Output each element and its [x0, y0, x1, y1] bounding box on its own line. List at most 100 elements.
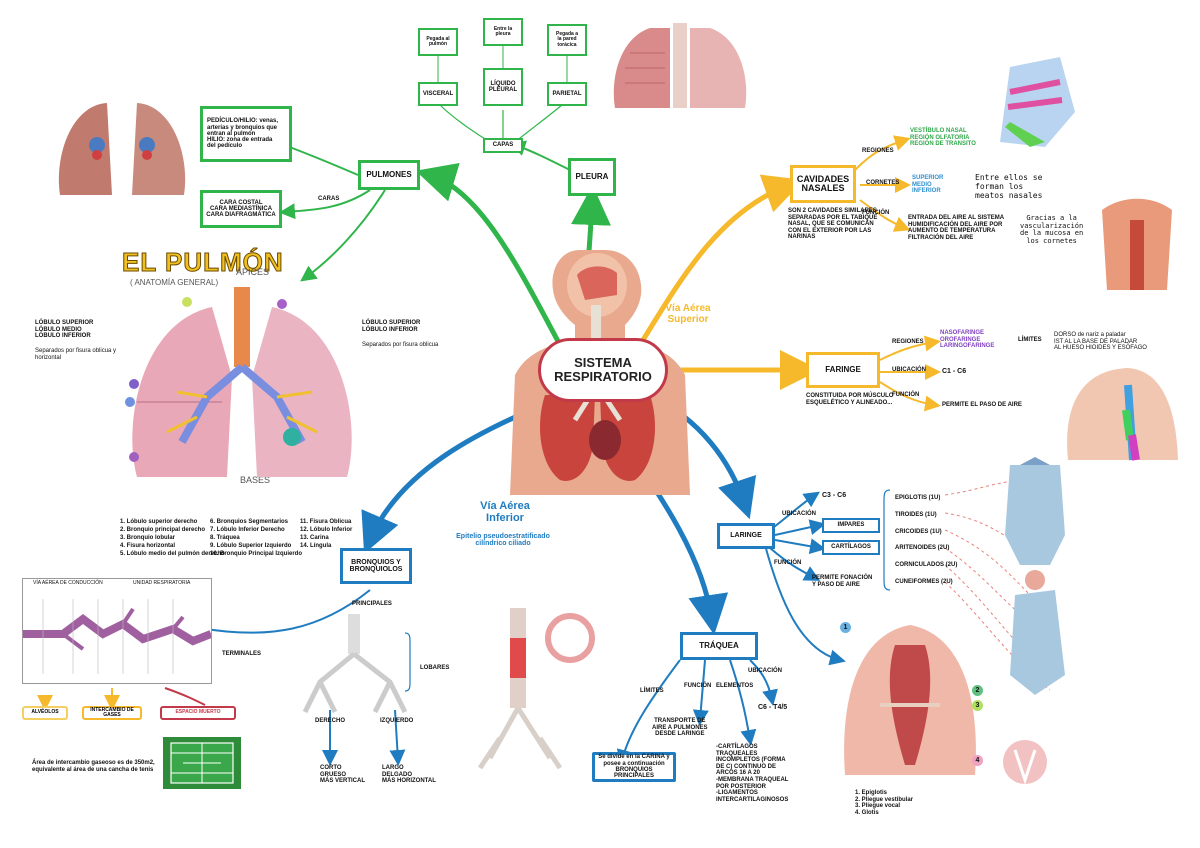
pleura-top1: Pegada al pulmón	[418, 28, 458, 56]
faringe-regiones-text: NASOFARINGE OROFARINGE LARINGOFARINGE	[940, 330, 995, 350]
lung-legend-col1: 1. Lóbulo superior derecho 2. Bronquio p…	[120, 519, 225, 558]
pharynx-illustration	[1067, 368, 1178, 461]
larynx-cartilage-illustration	[1005, 457, 1065, 695]
lungs-hilum-illustration	[58, 103, 186, 195]
conduction-zone-figure: VÍA AÉREA DE CONDUCCIÓN UNIDAD RESPIRATO…	[22, 578, 212, 684]
cavidades-regiones-label: REGIONES	[862, 148, 894, 154]
area-intercambio-note: Área de intercambio gaseoso es de 350m2,…	[32, 760, 155, 773]
lower-airway-subtitle: Epitelio pseudoestratificado cilíndrico …	[456, 533, 550, 547]
laringe-impares-box[interactable]: IMPARES	[822, 518, 880, 533]
lung-legend-col2: 6. Bronquios Segmentarios 7. Lóbulo Infe…	[210, 519, 303, 558]
pulmones-pediculo-box: PEDÍCULO/HILIO: venas, arterias y bronqu…	[200, 106, 292, 162]
pleura-top2: Entre la pleura	[483, 18, 523, 46]
nasal-cavity-illustration	[1000, 57, 1075, 147]
right-lobes-note: Separados por fisura oblicua	[362, 342, 439, 348]
pulmones-caras-box: CARA COSTAL CARA MEDIASTÍNICA CARA DIAFR…	[200, 190, 282, 228]
cavidades-nasales-node[interactable]: CAVIDADES NASALES	[790, 165, 856, 203]
bronquios-principales-label: PRINCIPALES	[352, 601, 392, 607]
laringe-ubicacion-text: C3 - C6	[822, 492, 847, 499]
faringe-regiones-label: REGIONES	[892, 339, 924, 345]
laringe-cartilagos-list: EPIGLOTIS (1U) TIROIDES (1U) CRICOIDES (…	[895, 495, 958, 585]
larynx-legend: 1. Epiglotis 2. Pliegue vestibular 3. Pl…	[855, 790, 914, 816]
traquea-node[interactable]: TRÁQUEA	[680, 632, 758, 660]
larynx-marker-3: 3	[972, 700, 983, 711]
faringe-desc: CONSTITUIDA POR MÚSCULO ESQUELÉTICO Y AL…	[806, 393, 894, 406]
cavidades-cornetes-note: Entre ellos se forman los meatos nasales	[975, 173, 1043, 200]
faringe-ubicacion-text: C1 - C6	[942, 368, 967, 375]
larynx-marker-2: 2	[972, 685, 983, 696]
traquea-elementos-label: ELEMENTOS	[716, 683, 754, 689]
traquea-limites-label: LÍMITES	[640, 688, 664, 694]
el-pulmon-title: EL PULMÓN	[122, 247, 284, 277]
faringe-funcion-label: FUNCIÓN	[892, 392, 920, 398]
intercambio-box: INTERCAMBIO DE GASES	[82, 706, 142, 720]
larynx-marker-1: 1	[840, 622, 851, 633]
nasal-mucosa-illustration	[1102, 198, 1172, 290]
center-node-sistema-respiratorio[interactable]: SISTEMA RESPIRATORIO	[538, 338, 668, 402]
conduction-zone-label: VÍA AÉREA DE CONDUCCIÓN	[33, 580, 103, 586]
faringe-node[interactable]: FARINGE	[806, 352, 880, 388]
lobares-bracket	[404, 632, 411, 692]
bronquio-derecho-label: DERECHO	[315, 718, 346, 724]
pleura-liquido-node[interactable]: LÍQUIDO PLEURAL	[483, 68, 523, 106]
respiratory-unit-label: UNIDAD RESPIRATORIA	[133, 580, 191, 586]
laringe-node[interactable]: LARINGE	[717, 523, 775, 549]
laringe-funcion-label: FUNCIÓN	[774, 560, 802, 566]
laringe-funcion-text: PERMITE FONACIÓN Y PASO DE AIRE	[812, 575, 873, 588]
pleura-top3: Pegada a la pared torácica	[547, 24, 587, 56]
airway-branch-drawing	[23, 599, 211, 674]
larynx-interior-illustration	[844, 625, 976, 775]
pulmones-caras-label: CARAS	[318, 196, 340, 202]
traquea-funcion-text: TRANSPORTE DE AIRE A PULMONES DESDE LARI…	[652, 718, 708, 738]
bronquios-node[interactable]: BRONQUIOS Y BRONQUIOLOS	[340, 548, 412, 584]
traquea-limites-box: Se divide en la CARINA y posee a continu…	[592, 752, 676, 782]
cavidades-funcion-label: FUNCIÓN	[862, 210, 890, 216]
faringe-limites-label: LÍMITES	[1018, 337, 1042, 343]
pleura-capas-node[interactable]: CAPAS	[483, 138, 523, 153]
larynx-marker-4: 4	[972, 755, 983, 766]
center-title: SISTEMA RESPIRATORIO	[554, 354, 652, 384]
lower-airway-label: Vía Aérea Inferior	[480, 500, 530, 524]
left-lobes-note: Separados por fisura oblicua y horizonta…	[35, 348, 117, 361]
laringe-ubicacion-label: UBICACIÓN	[782, 511, 816, 517]
espacio-muerto-box: ESPACIO MUERTO	[160, 706, 236, 720]
alveolos-box: ALVÉOLOS	[22, 706, 68, 720]
cavidades-cornetes-text: SUPERIOR MEDIO INFERIOR	[912, 175, 944, 195]
bronquio-derecho-text: CORTO GRUESO MÁS VERTICAL	[320, 765, 365, 785]
faringe-ubicacion-label: UBICACIÓN	[892, 367, 926, 373]
pleura-parietal-node[interactable]: PARIETAL	[547, 82, 587, 106]
bronquios-lobares-label: LOBARES	[420, 665, 450, 671]
bronquios-terminales-label: TERMINALES	[222, 651, 261, 657]
bronchial-tree-illustration	[302, 614, 408, 714]
cavidades-funcion-note: Gracias a la vascularización de la mucos…	[1020, 214, 1084, 246]
pleura-illustration	[613, 23, 747, 108]
bronquio-izquierdo-text: LARGO DELGADO MÁS HORIZONTAL	[382, 765, 436, 785]
pleura-node[interactable]: PLEURA	[568, 158, 616, 196]
lung-anatomy-illustration	[125, 287, 352, 477]
traquea-ubicacion-text: C6 - T4/5	[758, 704, 788, 711]
cavidades-desc: SON 2 CAVIDADES SIMILARES SEPARADAS POR …	[788, 208, 878, 241]
el-pulmon-subtitle: ( ANATOMÍA GENERAL)	[130, 278, 219, 287]
pulmones-node[interactable]: PULMONES	[358, 160, 420, 190]
apices-label: ÁPICES	[236, 267, 270, 277]
lung-legend-col3: 11. Fisura Oblicua 12. Lóbulo Inferior 1…	[300, 519, 353, 550]
laringe-cartilagos-box[interactable]: CARTÍLAGOS	[822, 540, 880, 555]
faringe-limites-text: DORSO de nariz a paladar IST AL LA BASE …	[1054, 332, 1147, 352]
tennis-court-illustration	[163, 737, 241, 789]
faringe-funcion-text: PERMITE EL PASO DE AIRE	[942, 402, 1022, 408]
traquea-ubicacion-label: UBICACIÓN	[748, 668, 782, 674]
vocal-folds-illustration	[1003, 740, 1047, 785]
upper-airway-label: Vía Aérea Superior	[665, 303, 711, 325]
traquea-funcion-label: FUNCIÓN	[684, 683, 712, 689]
trachea-illustration	[477, 608, 595, 770]
pleura-visceral-node[interactable]: VISCERAL	[418, 82, 458, 106]
cavidades-cornetes-label: CORNETES	[866, 180, 900, 186]
cavidades-regiones-text: VESTÍBULO NASAL REGIÓN OLFATORIA REGIÓN …	[910, 128, 976, 148]
cavidades-funcion-text: ENTRADA DEL AIRE AL SISTEMA HUMIDIFICACI…	[908, 215, 1005, 241]
right-lobes-text: LÓBULO SUPERIOR LÓBULO INFERIOR	[362, 320, 421, 333]
traquea-elementos-text: -CARTÍLAGOS TRAQUEALES INCOMPLETOS (FORM…	[716, 744, 789, 803]
left-lobes-text: LÓBULO SUPERIOR LÓBULO MEDIO LÓBULO INFE…	[35, 320, 94, 340]
bases-label: BASES	[240, 475, 271, 485]
